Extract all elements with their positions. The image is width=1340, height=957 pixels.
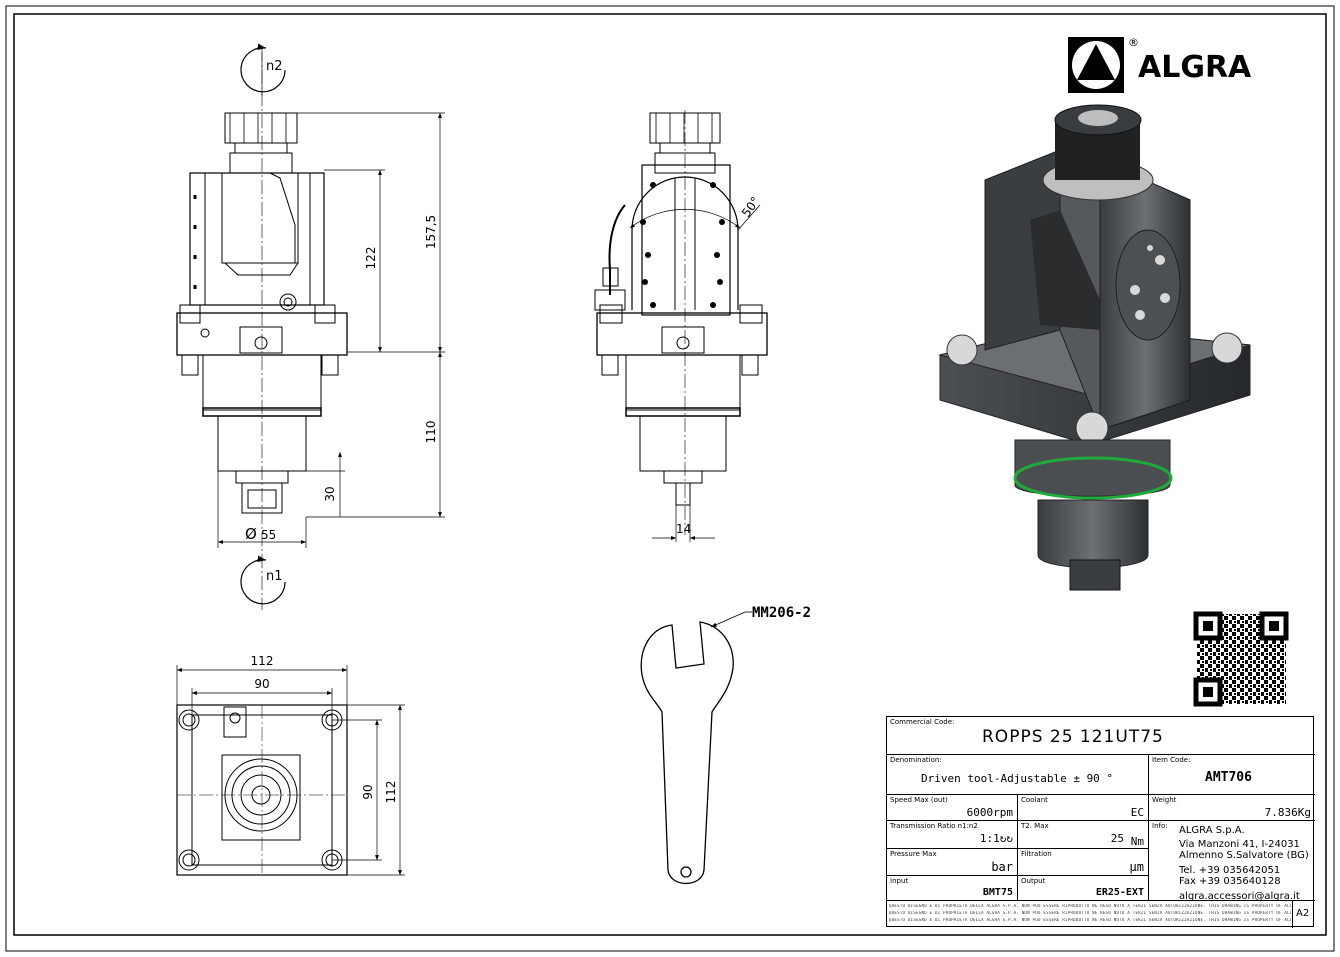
brand-name: ALGRA <box>1138 50 1252 85</box>
info-cell: Info: ALGRA S.p.A. Via Manzoni 41, I-240… <box>1149 821 1315 902</box>
weight-value: 7.836Kg <box>1264 806 1311 819</box>
dim-plan-inner: 90 <box>254 677 269 691</box>
ratio-label: Transmission Ratio n1:n2 <box>890 822 978 830</box>
company-email: algra.accessori@algra.it <box>1179 891 1300 902</box>
dim-square-width: 14 <box>676 522 691 536</box>
company-info: ALGRA S.p.A. Via Manzoni 41, I-24031 Alm… <box>1179 825 1309 902</box>
commercial-code-label: Commercial Code: <box>890 718 955 726</box>
filtration-value: µm <box>1129 860 1144 874</box>
angle-dimension <box>629 204 761 231</box>
dim-plan-outer: 112 <box>251 654 274 668</box>
info-label: Info: <box>1152 822 1168 830</box>
wrench-leader <box>710 611 752 628</box>
square-dimension <box>652 505 715 542</box>
plan-dimension-lines <box>176 665 405 876</box>
dim-body-height: 122 <box>364 247 378 270</box>
front-view <box>176 48 348 610</box>
dim-shank-diameter: 55 <box>261 528 276 542</box>
torque-cell: T2. Max 25 Nm <box>1018 821 1149 849</box>
rotation-label-top: n2 <box>266 59 283 74</box>
dim-shank-length: 30 <box>323 486 337 501</box>
algra-logo <box>1068 37 1124 93</box>
filtration-cell: Filtration µm <box>1018 849 1149 876</box>
plan-view <box>176 704 348 876</box>
company-fax: Fax +39 035640128 <box>1179 876 1281 887</box>
denomination-label: Denomination: <box>890 756 942 764</box>
output-value: ER25-EXT <box>1095 887 1144 898</box>
rotation-arrow-bottom <box>240 555 286 605</box>
fine-print-cell: QUESTO DISEGNO È DI PROPRIETÀ DELLA ALGR… <box>887 901 1293 928</box>
denomination-cell: Denomination: Driven tool-Adjustable ± 9… <box>887 755 1149 795</box>
qr-code-image <box>1193 611 1289 707</box>
weight-label: Weight <box>1152 796 1177 804</box>
diameter-symbol: Ø <box>245 525 257 543</box>
speed-label: Speed Max (out) <box>890 796 948 804</box>
weight-cell: Weight 7.836Kg <box>1149 795 1315 821</box>
dim-plan-side-inner: 90 <box>361 784 375 799</box>
rotation-label-bottom: n1 <box>266 569 283 584</box>
output-cell: Output ER25-EXT <box>1018 876 1149 901</box>
company-address-2: Almenno S.Salvatore (BG) <box>1179 850 1309 861</box>
inner-frame <box>13 13 1327 936</box>
speed-cell: Speed Max (out) 6000rpm <box>887 795 1018 821</box>
torque-label: T2. Max <box>1021 822 1049 830</box>
input-value: BMT75 <box>982 887 1013 898</box>
dim-plan-side-outer: 112 <box>384 781 398 804</box>
wrench-drawing <box>640 621 734 884</box>
speed-value: 6000rpm <box>966 806 1013 819</box>
front-dimension-lines <box>217 112 445 548</box>
torque-value: 25 <box>1110 832 1124 845</box>
denomination: Driven tool-Adjustable ± 90 ° <box>921 772 1114 785</box>
coolant-value: EC <box>1130 806 1144 819</box>
dim-total-height: 157,5 <box>424 215 438 249</box>
coolant-cell: Coolant EC <box>1018 795 1149 821</box>
coolant-label: Coolant <box>1021 796 1048 804</box>
pressure-cell: Pressure Max bar <box>887 849 1018 876</box>
input-cell: Input BMT75 <box>887 876 1018 901</box>
company-tel: Tel. +39 035642051 <box>1179 865 1281 876</box>
output-label: Output <box>1021 877 1046 885</box>
dim-lower-height: 110 <box>424 421 438 444</box>
product-render-image <box>938 104 1251 591</box>
fine-print-line-3: QUESTO DISEGNO È DI PROPRIETÀ DELLA ALGR… <box>889 918 1291 922</box>
outer-frame <box>5 5 1335 952</box>
title-block: Commercial Code: ROPPS 25 121UT75 Denomi… <box>886 716 1315 928</box>
sheet-size-cell: A2 <box>1293 901 1315 928</box>
item-code: AMT706 <box>1205 770 1252 785</box>
item-code-cell: Item Code: AMT706 <box>1149 755 1315 795</box>
item-code-label: Item Code: <box>1152 756 1191 764</box>
commercial-code: ROPPS 25 121UT75 <box>982 727 1164 747</box>
dim-tilt-angle: 50° <box>739 194 763 219</box>
rotation-arrow-top <box>240 43 286 96</box>
sheet-size: A2 <box>1296 908 1310 919</box>
fine-print-line-1: QUESTO DISEGNO È DI PROPRIETÀ DELLA ALGR… <box>889 904 1291 908</box>
pressure-label: Pressure Max <box>890 850 937 858</box>
pressure-value: bar <box>991 860 1013 874</box>
side-view-holes <box>640 182 725 308</box>
company-address-1: Via Manzoni 41, I-24031 <box>1179 839 1300 850</box>
fine-print-line-2: QUESTO DISEGNO È DI PROPRIETÀ DELLA ALGR… <box>889 911 1291 915</box>
side-view <box>594 110 768 535</box>
filtration-label: Filtration <box>1021 850 1052 858</box>
ratio-value: 1:1↻↻ <box>979 832 1013 845</box>
commercial-code-cell: Commercial Code: ROPPS 25 121UT75 <box>887 717 1315 755</box>
ratio-cell: Transmission Ratio n1:n2 1:1↻↻ <box>887 821 1018 849</box>
torque-unit: Nm <box>1130 835 1144 848</box>
company-name: ALGRA S.p.A. <box>1179 825 1245 836</box>
input-label: Input <box>890 877 909 885</box>
registered-mark: ® <box>1128 36 1139 49</box>
wrench-code: MM206-2 <box>752 605 811 621</box>
